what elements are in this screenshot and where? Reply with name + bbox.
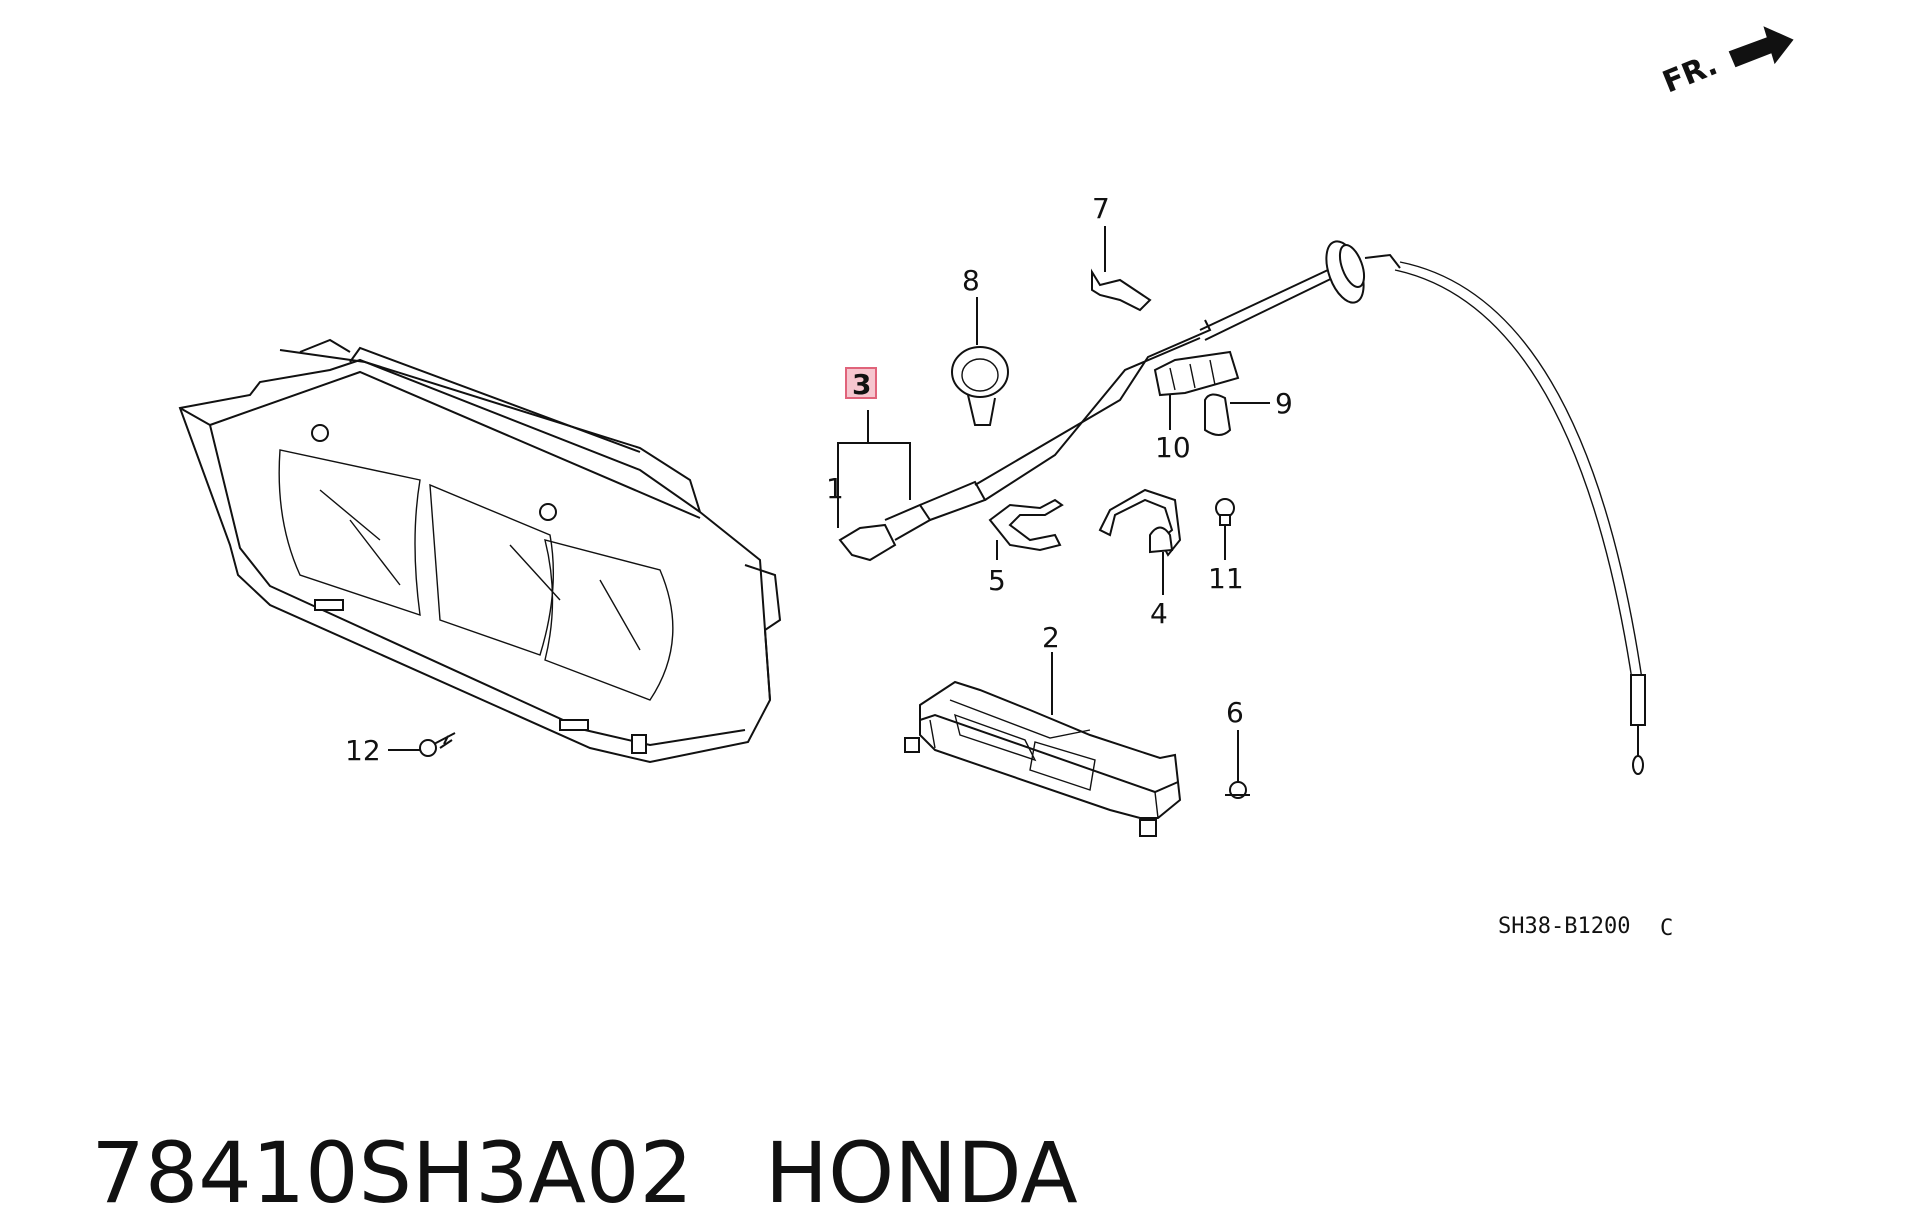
callout-6: 6 <box>1226 696 1244 729</box>
diagram-reference: SH38-B1200 C <box>1498 914 1673 941</box>
part-3-callout: 3 <box>837 367 911 528</box>
speedometer-cable <box>838 240 1646 775</box>
part-5-clip: 5 <box>988 498 1064 597</box>
instrument-cluster <box>178 338 782 764</box>
part-4-bracket: 4 <box>1098 488 1182 630</box>
part-3-highlight <box>845 367 877 399</box>
callout-5: 5 <box>988 564 1006 597</box>
callout-4: 4 <box>1150 597 1168 630</box>
front-direction-indicator: FR. <box>1658 26 1794 100</box>
part-9-10-clips: 9 10 <box>1153 350 1293 464</box>
callout-12: 12 <box>345 734 381 767</box>
brand-name: HONDA <box>764 1124 1078 1222</box>
callout-11: 11 <box>1208 562 1244 595</box>
callout-9: 9 <box>1275 387 1293 420</box>
part-12-screw: 12 <box>345 732 456 767</box>
fr-label: FR. <box>1658 47 1723 100</box>
callout-8: 8 <box>962 264 980 297</box>
part-8-clamp: 8 <box>951 264 1009 426</box>
part-number: 78410SH3A02 <box>91 1124 693 1222</box>
part-7-clip: 7 <box>1091 192 1152 312</box>
reference-suffix: C <box>1660 916 1673 941</box>
part-2-control-unit: 2 <box>904 621 1182 837</box>
callout-1: 1 <box>826 472 844 505</box>
reference-code: SH38-B1200 <box>1498 914 1630 939</box>
part-6-nut: 6 <box>1225 696 1250 799</box>
callout-10: 10 <box>1155 431 1191 464</box>
callout-7: 7 <box>1092 192 1110 225</box>
callout-2: 2 <box>1042 621 1060 654</box>
arrow-right-icon <box>1728 26 1794 68</box>
part-caption: 78410SH3A02 HONDA <box>38 1008 1077 1222</box>
part-11-bolt: 11 <box>1208 498 1244 595</box>
parts-diagram: FR. 12 3 1 <box>178 26 1794 941</box>
callout-3: 3 <box>852 368 871 401</box>
